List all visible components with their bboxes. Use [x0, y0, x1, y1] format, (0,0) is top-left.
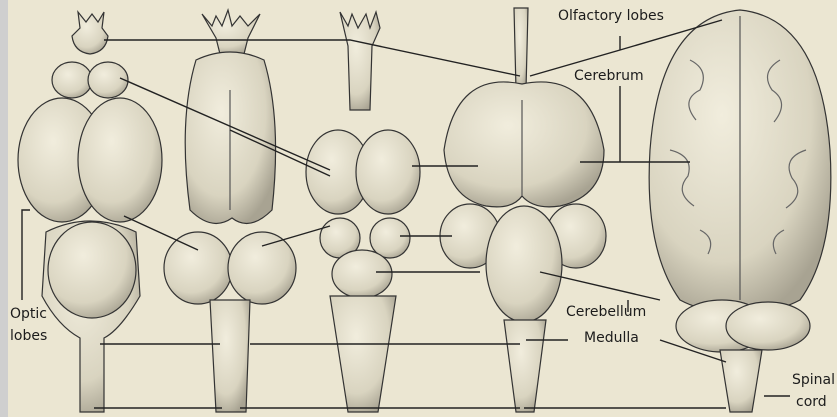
cerebrum-label: Cerebrum	[574, 66, 644, 86]
medulla-label: Medulla	[584, 328, 639, 348]
olfactory-lobes-label: Olfactory lobes	[558, 6, 664, 26]
amphibian-brain	[164, 10, 296, 412]
reptile-brain	[306, 12, 420, 412]
optic-lobes-label-line2: lobes	[10, 326, 47, 346]
spinal-cord-label-line2: cord	[796, 392, 827, 412]
optic-lobes-label-line1: Optic	[10, 304, 47, 324]
spinal-cord-label-line1: Spinal	[792, 370, 835, 390]
cerebellum-label: Cerebellum	[566, 302, 646, 322]
mammal-brain	[649, 10, 831, 412]
fish-brain	[18, 12, 162, 412]
